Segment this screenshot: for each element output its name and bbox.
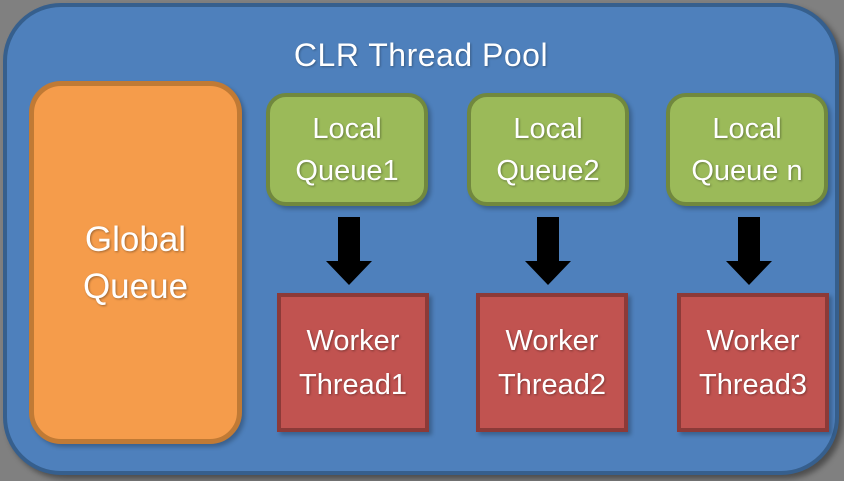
- down-arrow-icon: [726, 217, 772, 285]
- local-queue-n-label: Local: [712, 112, 782, 145]
- worker-thread3-box: Worker Thread3: [677, 293, 829, 432]
- worker-thread1-label: Thread1: [298, 368, 407, 401]
- local-queue2-box: Local Queue2: [467, 93, 629, 206]
- worker-thread1-label: Worker: [306, 324, 400, 357]
- worker-thread1-box: Worker Thread1: [277, 293, 429, 432]
- global-queue-label: Queue: [82, 266, 189, 306]
- local-queue1-label: Queue1: [295, 154, 399, 187]
- local-queue2-label: Queue2: [496, 154, 600, 187]
- local-queue-n-label: Queue n: [691, 154, 803, 187]
- local-queue2-label: Local: [513, 112, 583, 145]
- worker-thread2-label: Thread2: [497, 368, 606, 401]
- global-queue-box: Global Queue: [29, 81, 242, 444]
- down-arrow-icon: [525, 217, 571, 285]
- worker-thread2-label: Worker: [505, 324, 599, 357]
- worker-thread3-label: Worker: [706, 324, 800, 357]
- local-queue-n-box: Local Queue n: [666, 93, 828, 206]
- local-queue1-box: Local Queue1: [266, 93, 428, 206]
- down-arrow-icon: [326, 217, 372, 285]
- clr-thread-pool-container: CLR Thread Pool Global Queue Local Queue…: [3, 3, 839, 475]
- worker-thread2-box: Worker Thread2: [476, 293, 628, 432]
- pool-title: CLR Thread Pool: [293, 37, 549, 73]
- worker-thread3-label: Thread3: [698, 368, 807, 401]
- local-queue1-label: Local: [312, 112, 382, 145]
- global-queue-label: Global: [84, 219, 187, 259]
